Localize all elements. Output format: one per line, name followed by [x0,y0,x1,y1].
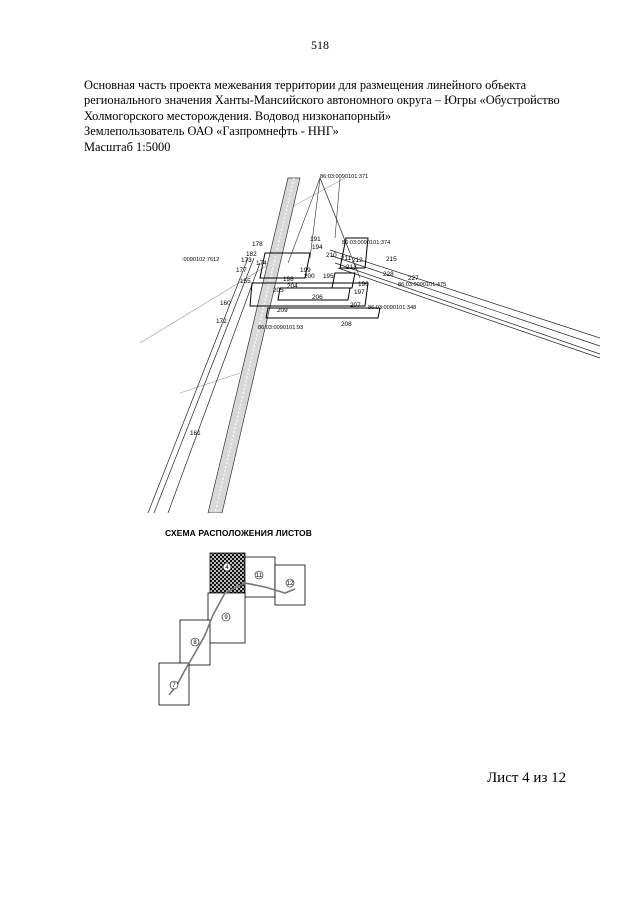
point-label: 212 [352,257,363,264]
point-label: 209 [277,307,288,314]
point-label: 204 [287,283,298,290]
point-label: 182 [246,251,257,258]
point-label: 210 [326,252,337,259]
point-label: 197 [354,289,365,296]
header-line: Основная часть проекта межевания террито… [84,78,527,92]
point-label: 173 [241,257,252,264]
leader-lines [287,177,361,279]
sheet-number: 8 [193,640,197,646]
point-label: 178 [252,241,263,248]
sheet-layout-scheme: 4 7 8 9 11 12 [158,552,306,706]
point-label: 208 [341,321,352,328]
point-label: 174 [256,260,267,267]
point-label: 207 [350,302,361,309]
sheet-number: 7 [172,683,176,689]
point-label: 160 [220,300,231,307]
survey-map: 86:03:0090101:371 86:03:0090101:374 :009… [140,174,600,513]
sheet-number: 9 [224,615,228,621]
sheet-counter: Лист 4 из 12 [487,770,567,786]
cadastral-label: 86:03:0090101:475 [398,282,446,288]
point-label: 194 [312,244,323,251]
point-label: 211 [341,255,352,262]
header-line: регионального значения Ханты-Мансийского… [84,93,560,108]
point-label: 155 [240,278,251,285]
header-line: Холмогорского месторождения. Водовод низ… [84,108,392,123]
point-label: 200 [304,273,315,280]
cadastral-label: 86:03:0090101:371 [320,174,368,180]
sheet-number: 4 [225,565,229,571]
cadastral-label: 86:03:0090101:93 [258,325,303,331]
page-number: 518 [311,38,329,52]
point-label: 177 [236,267,247,274]
point-label: 172 [216,318,227,325]
point-label: 161 [190,430,201,437]
sheet-number: 11 [256,573,263,579]
point-label: 215 [386,256,397,263]
background-lines [140,177,346,394]
route-line [168,582,296,696]
scheme-title: СХЕМА РАСПОЛОЖЕНИЯ ЛИСТОВ [165,528,312,538]
point-label: 199 [300,267,311,274]
scale: Масштаб 1:5000 [84,139,171,154]
land-user: Землепользователь ОАО «Газпромнефть - НН… [84,124,339,139]
left-road [147,257,261,513]
point-label: 191 [310,236,321,243]
point-label: 213 [346,264,357,271]
sheet-4-current [209,552,246,594]
point-label: 198 [283,276,294,283]
point-label: 205 [273,287,284,294]
cadastral-label: 86:03:0090101:374 [342,240,390,246]
right-road [329,249,600,359]
point-label: 227 [408,275,419,282]
point-label: 196 [358,281,369,288]
cadastral-label: :0090102:7612 [182,257,219,263]
point-label: 228 [383,271,394,278]
cadastral-label: 86:03:0090101:348 [368,305,416,311]
parcels [249,237,381,319]
sheet-number: 12 [287,581,294,587]
document-header: Основная часть проекта межевания террито… [84,78,564,155]
point-label: 206 [312,294,323,301]
point-label: 195 [323,273,334,280]
